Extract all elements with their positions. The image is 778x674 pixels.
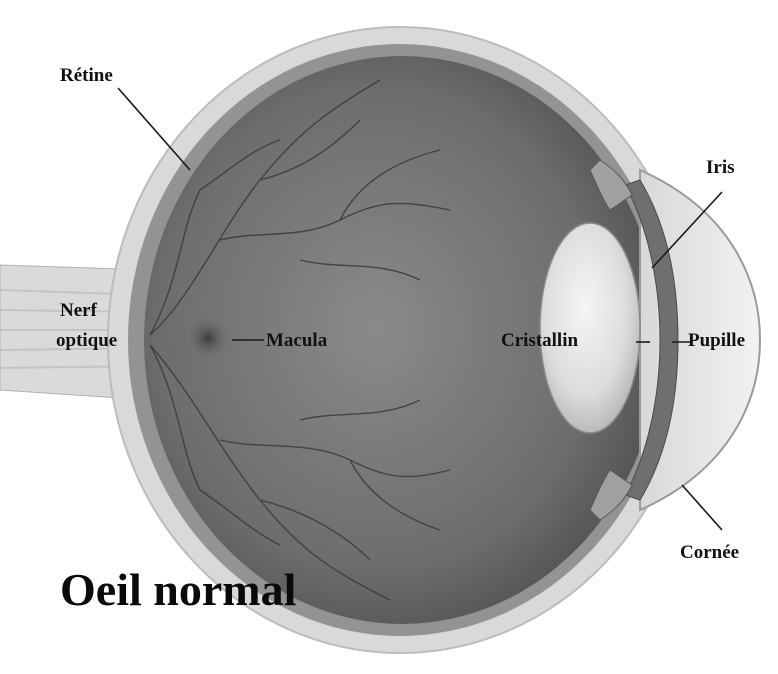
retine-leader-line — [118, 88, 190, 170]
label-optique: optique — [56, 331, 117, 351]
label-retine: Rétine — [60, 66, 113, 86]
label-pupille: Pupille — [688, 331, 745, 351]
label-cornee: Cornée — [680, 543, 739, 563]
lens — [540, 223, 640, 433]
label-iris: Iris — [706, 158, 735, 178]
label-cristallin: Cristallin — [501, 331, 578, 351]
label-macula: Macula — [266, 331, 327, 351]
macula-spot — [186, 316, 230, 360]
diagram-title: Oeil normal — [60, 566, 296, 614]
cornee-leader-line — [682, 485, 722, 530]
label-nerf: Nerf — [60, 301, 97, 321]
